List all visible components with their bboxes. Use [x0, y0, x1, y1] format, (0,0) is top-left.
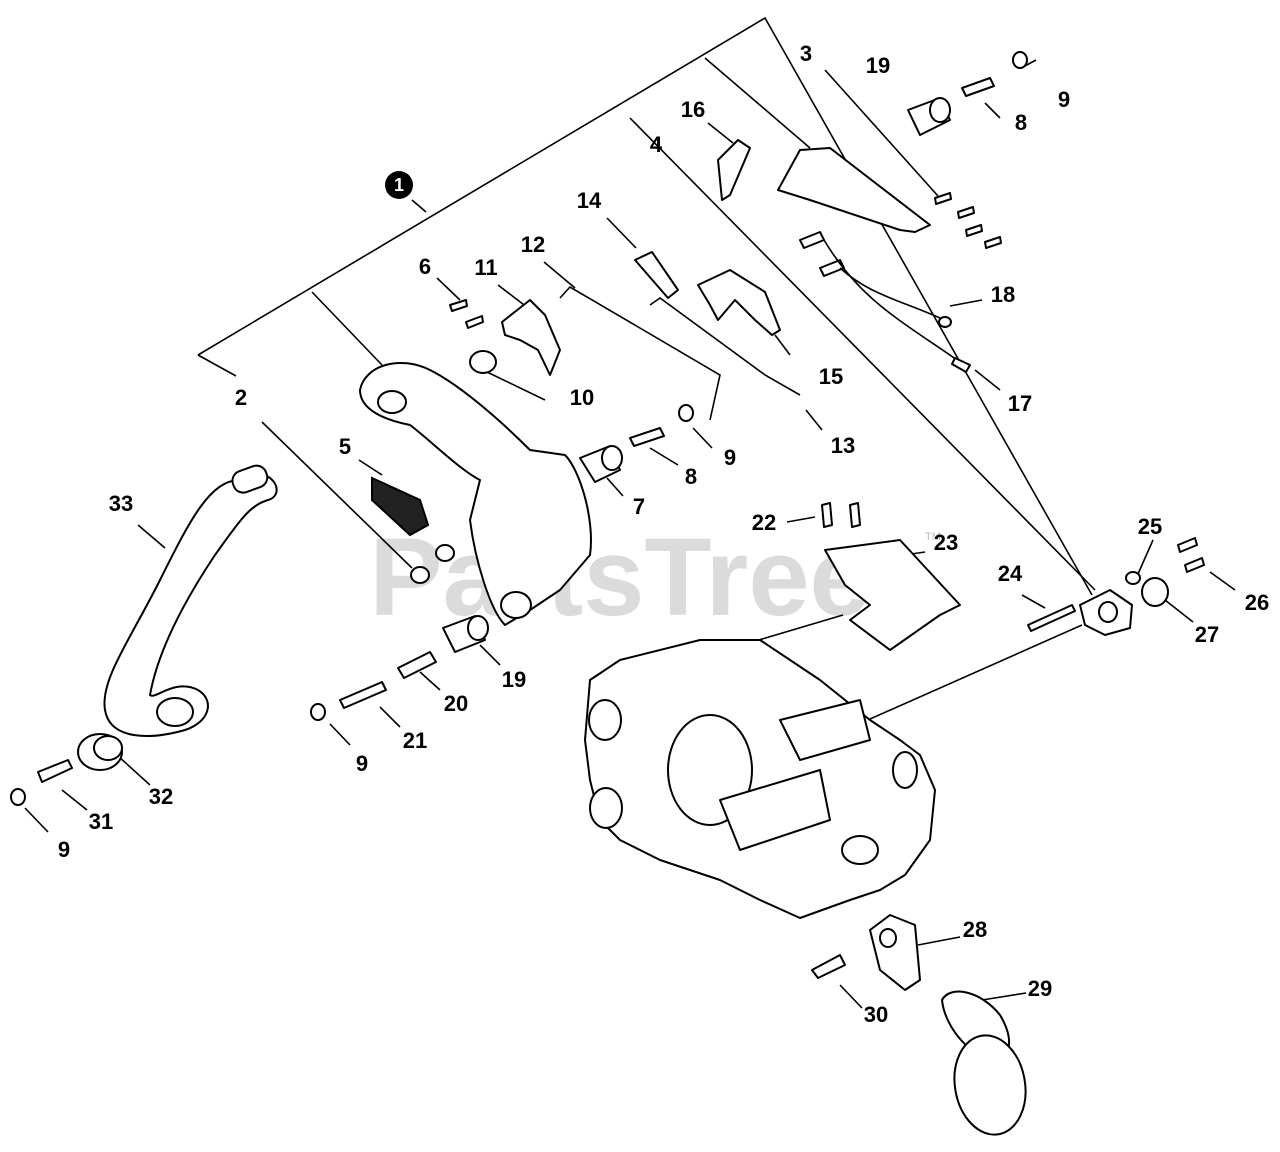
- part-18-wire: [799, 231, 952, 328]
- callout-24: 24: [998, 561, 1023, 586]
- part-9-washer-lower: [310, 703, 326, 721]
- part-2-rear-handle: [359, 361, 592, 626]
- assembly-bracket: [197, 16, 1096, 596]
- part-7-bushing: [579, 445, 623, 483]
- watermark-trademark: TM: [925, 531, 941, 543]
- part-chain-catcher: [1079, 589, 1133, 636]
- callout-30: 30: [864, 1002, 888, 1027]
- part-3-screws: [934, 192, 1002, 249]
- callout-1: 1: [394, 175, 404, 195]
- callout-3: 3: [800, 41, 812, 66]
- part-21-bolt: [339, 681, 387, 709]
- part-5-spring: [371, 476, 430, 537]
- callout-9-middle: 9: [724, 445, 736, 470]
- part-19-bushing-lower: [442, 615, 489, 653]
- callout-32: 32: [149, 784, 173, 809]
- callout-18: 18: [991, 282, 1015, 307]
- part-17-wire: [823, 239, 971, 373]
- callout-10: 10: [570, 385, 594, 410]
- callout-15: 15: [819, 364, 843, 389]
- part-20-sleeve: [397, 651, 437, 679]
- callout-19-lower: 19: [502, 667, 526, 692]
- callout-11: 11: [474, 255, 497, 280]
- callout-21: 21: [403, 728, 427, 753]
- callout-13: 13: [831, 433, 855, 458]
- callout-29: 29: [1028, 976, 1052, 1001]
- part-19-bushing-top: [907, 97, 951, 136]
- callout-12: 12: [521, 232, 545, 257]
- watermark: PartsTree: [369, 516, 870, 639]
- part-3-handle-cover: [777, 147, 931, 233]
- callout-9-lower: 9: [356, 751, 368, 776]
- callout-8-middle: 8: [685, 464, 697, 489]
- part-9-washer-middle: [678, 404, 694, 422]
- part-27-bushing: [1141, 577, 1169, 607]
- callout-7: 7: [633, 494, 645, 519]
- part-10-spring: [469, 350, 497, 374]
- callout-20: 20: [444, 691, 468, 716]
- part-32-bushing: [77, 733, 123, 771]
- callout-5: 5: [339, 434, 351, 459]
- callout-14: 14: [577, 188, 602, 213]
- callout-19-top: 19: [866, 53, 890, 78]
- callout-1-marker: [385, 171, 413, 199]
- part-26-screws: [1177, 537, 1205, 573]
- part-6-screws: [449, 299, 484, 329]
- part-25-ring: [1125, 571, 1141, 585]
- part-28-plate: [869, 914, 921, 991]
- part-crankcase: [584, 639, 936, 919]
- callout-9-left: 9: [58, 837, 70, 862]
- callout-9-top: 9: [1058, 87, 1070, 112]
- part-29-oring: [941, 990, 1027, 1136]
- callout-27: 27: [1195, 622, 1219, 647]
- callout-33: 33: [109, 491, 133, 516]
- part-screws-small: [410, 544, 455, 584]
- leader-lines: [24, 59, 1236, 1009]
- part-33-front-handle: [103, 464, 278, 737]
- callout-22: 22: [752, 510, 776, 535]
- part-24-stud: [1027, 604, 1076, 632]
- part-23-bracket: [824, 539, 961, 651]
- callout-17: 17: [1008, 391, 1032, 416]
- callout-2: 2: [235, 385, 247, 410]
- callout-28: 28: [963, 917, 987, 942]
- part-22-screws: [821, 502, 861, 528]
- callout-23: 23: [934, 530, 958, 555]
- callout-31: 31: [89, 809, 113, 834]
- callout-labels: 1 2 3 4 5 6 7 8 8 9 9 9 9 10 11 12 13 14…: [58, 41, 1269, 1027]
- part-30-bolt: [811, 954, 846, 979]
- callout-16: 16: [681, 97, 705, 122]
- callout-6: 6: [419, 254, 431, 279]
- part-11-trigger-latch: [501, 299, 561, 376]
- callout-26: 26: [1245, 590, 1269, 615]
- part-9-washer-top: [1012, 51, 1028, 69]
- part-12-rod: [559, 285, 721, 421]
- callout-25: 25: [1138, 514, 1162, 539]
- part-13-rod: [649, 297, 801, 396]
- part-8-bolt-top: [961, 77, 995, 97]
- part-31-bolt: [37, 759, 73, 783]
- callout-4: 4: [650, 132, 663, 157]
- part-15-throttle-trigger: [697, 269, 781, 336]
- part-14-throttle-lever: [634, 251, 679, 299]
- callout-8-top: 8: [1015, 110, 1027, 135]
- part-16-lever: [717, 139, 751, 201]
- part-9-washer-left: [10, 788, 26, 806]
- part-8-bolt-middle: [629, 427, 665, 447]
